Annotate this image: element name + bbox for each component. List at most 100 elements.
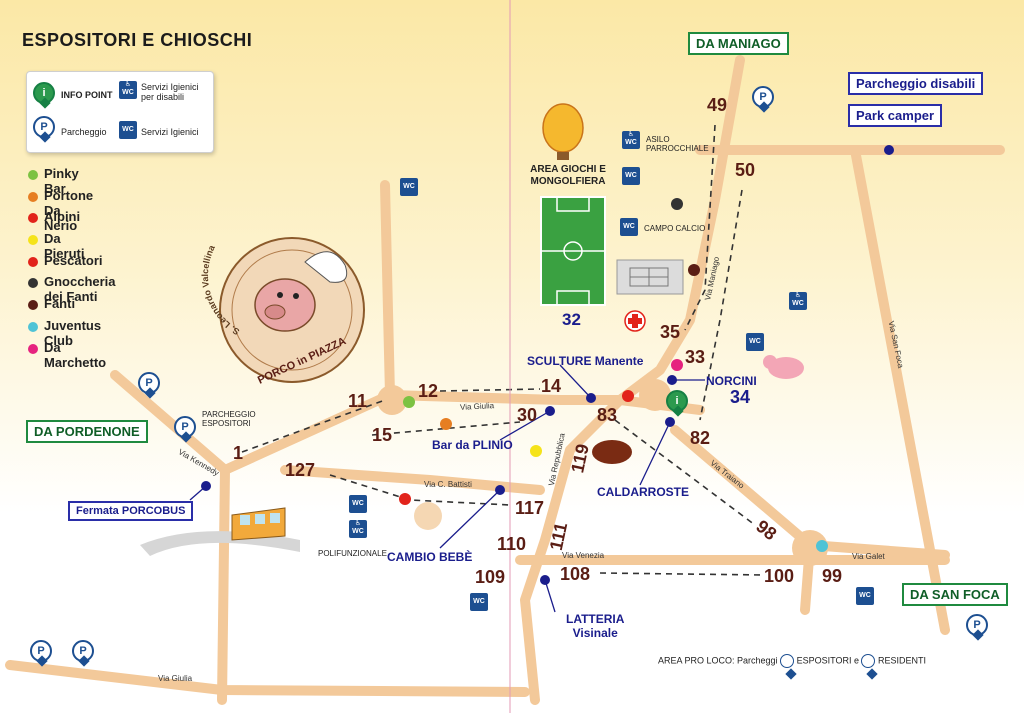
- parking-icon[interactable]: P: [966, 614, 988, 636]
- asilo-label: ASILO PARROCCHIALE: [646, 135, 709, 153]
- stand-legend-label: Gnoccheria dei Fanti: [44, 274, 116, 305]
- latteria-line-1: LATTERIA: [566, 612, 625, 626]
- stand-number: 100: [764, 566, 795, 586]
- area-giochi-label: AREA GIOCHI E MONGOLFIERA: [530, 164, 606, 187]
- route-1-11: [241, 399, 386, 453]
- stand-number: 83: [597, 405, 618, 425]
- parking-icon: [780, 654, 795, 668]
- legend-info-point: INFO POINT: [61, 90, 113, 100]
- road-via-kennedy-south: [217, 465, 230, 705]
- campo-calcio-label: CAMPO CALCIO: [644, 224, 706, 233]
- pro-loco-residenti: RESIDENTI: [877, 655, 926, 666]
- color-dot-icon: [28, 300, 38, 311]
- symbol-legend: i INFO POINT ♿WC Servizi Igienici per di…: [26, 71, 214, 153]
- stand-number: 82: [690, 428, 711, 448]
- cambio-bebe-label: CAMBIO BEBÈ: [387, 550, 473, 564]
- parking-icon: P: [33, 116, 55, 138]
- pro-loco-note: AREA PRO LOCO: Parcheggi ESPOSITORI e RE…: [658, 654, 926, 668]
- parking-espositori-label: PARCHEGGIO ESPOSITORI: [202, 410, 256, 428]
- stand-number: 1: [233, 443, 244, 463]
- park-camper-label: Park camper: [848, 104, 943, 127]
- stand-number: 109: [475, 567, 506, 587]
- stand-number: 99: [822, 566, 843, 586]
- field-number: 32: [562, 310, 581, 329]
- norcini-label: NORCINI: [706, 374, 757, 388]
- latteria-line-2: Visinale: [572, 626, 618, 640]
- stand-number: 50: [735, 160, 756, 180]
- stand-legend-label: Portone Da Nerio: [44, 187, 94, 233]
- parking-icon[interactable]: P: [752, 86, 774, 108]
- direction-pordenone: DA PORDENONE: [26, 420, 148, 443]
- road-via-galet: [805, 540, 950, 560]
- bar-plinio-label: Bar da PLINIO: [432, 438, 513, 452]
- wc-disabled-icon: ♿WC: [789, 292, 807, 310]
- parking-disabili-label: Parcheggio disabili: [848, 72, 984, 95]
- road-via-repubblica: [520, 395, 625, 705]
- direction-maniago: DA MANIAGO: [688, 32, 789, 55]
- color-dot-icon: [28, 321, 38, 332]
- wc-icon: WC: [470, 593, 488, 611]
- stand-legend-label: Da Pieruti: [44, 231, 85, 262]
- legend-parcheggio: Parcheggio: [61, 127, 107, 137]
- parking-icon: [861, 654, 876, 668]
- road-via-giulia-south: [5, 660, 530, 697]
- route-12-14: [439, 388, 541, 392]
- stand-number: 49: [707, 95, 728, 115]
- route-127-117: [329, 474, 511, 506]
- parking-icon[interactable]: P: [138, 372, 160, 394]
- street-via-galet: Via Galet: [852, 552, 885, 561]
- parking-espositori-icon[interactable]: P: [174, 416, 196, 438]
- stand-legend-label: Juventus Club: [44, 317, 102, 348]
- color-dot-icon: [28, 235, 38, 246]
- road-north-west: [380, 180, 395, 400]
- stand-legend-label: Pinky Bar: [44, 166, 79, 196]
- route-50-82: [699, 189, 743, 421]
- caldarroste-label: CALDARROSTE: [597, 485, 689, 499]
- stand-legend-label: Pescatori: [44, 252, 103, 268]
- stand-number: 30: [517, 405, 538, 425]
- pro-loco-prefix: AREA PRO LOCO: Parcheggi: [658, 655, 778, 666]
- color-dot-icon: [28, 278, 38, 289]
- route-83-98: [614, 419, 756, 526]
- norcini-number: 34: [730, 387, 751, 407]
- legend-servizi: Servizi Igienici: [141, 127, 199, 137]
- street-via-venezia: Via Venezia: [562, 551, 605, 560]
- stand-legend-label: Fanti: [44, 296, 76, 312]
- street-via-giulia: Via Giulia: [459, 401, 495, 412]
- stand-number: 11: [348, 391, 368, 411]
- color-dot-icon: [28, 256, 38, 267]
- route-49-35: [684, 124, 716, 331]
- route-108-100: [599, 572, 766, 576]
- color-dot-icon: [28, 213, 38, 224]
- road-via-battisti: [280, 465, 545, 495]
- sculture-label: SCULTURE Manente: [527, 354, 644, 368]
- parking-icon[interactable]: P: [30, 640, 52, 662]
- polifunzionale-label: POLIFUNZIONALE: [318, 549, 387, 558]
- stand-number: 127: [285, 460, 316, 480]
- stand-number: 12: [418, 381, 439, 401]
- wc-icon: WC: [856, 587, 874, 605]
- stand-legend-label: Da Marchetto: [44, 339, 107, 370]
- route-15-30: [371, 421, 521, 436]
- stand-number: 15: [372, 425, 393, 445]
- stand-number: 117: [515, 498, 545, 518]
- road-via-san-foca: [850, 145, 950, 635]
- page-title: ESPOSITORI E CHIOSCHI: [22, 30, 253, 50]
- wc-icon: WC: [349, 495, 367, 513]
- info-point-icon: i: [33, 82, 55, 104]
- stand-number: 108: [560, 564, 591, 584]
- direction-san-foca: DA SAN FOCA: [902, 583, 1008, 606]
- wc-icon: WC: [400, 178, 418, 196]
- color-dot-icon: [28, 170, 38, 180]
- street-via-battisti: Via C. Battisti: [424, 480, 472, 489]
- color-dot-icon: [28, 343, 38, 354]
- color-dot-icon: [28, 191, 38, 202]
- wc-disabled-icon: ♿WC: [349, 520, 367, 538]
- wc-disabled-icon: ♿WC: [622, 131, 640, 149]
- fermata-porcobus-label: Fermata PORCOBUS: [68, 501, 194, 521]
- info-point-icon[interactable]: i: [666, 390, 688, 412]
- wc-disabled-icon: ♿WC: [119, 81, 137, 99]
- parking-icon[interactable]: P: [72, 640, 94, 662]
- wc-icon: WC: [622, 167, 640, 185]
